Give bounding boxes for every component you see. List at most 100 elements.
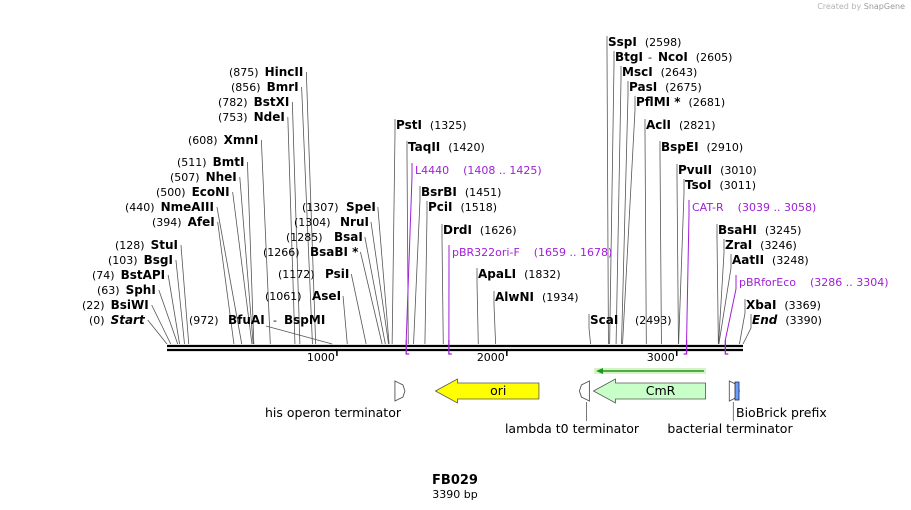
- site-name: AatII: [732, 253, 764, 267]
- site-position: (2675): [665, 81, 702, 94]
- site-pvuii[interactable]: PvuII(3010): [678, 163, 757, 177]
- primer-binding-mark: [683, 340, 688, 355]
- site-position: (608): [188, 134, 218, 147]
- feature-shape: [734, 381, 740, 401]
- site-spei[interactable]: (1307)SpeI: [302, 200, 376, 214]
- primer-binding-mark: [448, 340, 452, 355]
- site-name: ApaLI: [478, 267, 516, 281]
- site-name-2: NcoI: [658, 50, 688, 64]
- leader-line: [301, 86, 313, 345]
- site-position: (1832): [524, 268, 561, 281]
- primer-pbr322ori-f[interactable]: pBR322ori-F(1659 .. 1678): [448, 245, 612, 355]
- site-acli[interactable]: AclI(2821): [646, 118, 716, 132]
- site-pcii[interactable]: PciI(1518): [428, 200, 497, 214]
- site-nhei[interactable]: (507)NheI: [170, 170, 237, 184]
- leader-line: [739, 299, 746, 345]
- leader-line: [239, 176, 254, 345]
- site-name: NmeAIII: [161, 200, 214, 214]
- site-asei[interactable]: (1061)AseI: [265, 289, 341, 303]
- site-position: (63): [97, 284, 120, 297]
- site-position: (2643): [661, 66, 698, 79]
- primer-cat-r[interactable]: CAT-R(3039 .. 3058): [683, 200, 817, 355]
- terminator-icon: [578, 380, 590, 402]
- site-zrai[interactable]: ZraI(3246): [725, 238, 797, 252]
- site-name: AlwNI: [495, 290, 534, 304]
- site-xbai[interactable]: XbaI(3369): [746, 298, 821, 312]
- site-alwni[interactable]: AlwNI(1934): [495, 290, 579, 304]
- site-tsoi[interactable]: TsoI(3011): [685, 178, 756, 192]
- feature-cmr[interactable]: CmR: [592, 378, 707, 404]
- site-position: (128): [115, 239, 145, 252]
- site-sspi[interactable]: SspI(2598): [608, 35, 681, 49]
- site-pasi[interactable]: PasI(2675): [629, 80, 702, 94]
- site-position: (2910): [707, 141, 744, 154]
- site-aatii[interactable]: AatII(3248): [732, 253, 809, 267]
- site-afei[interactable]: (394)AfeI: [152, 215, 215, 229]
- leader-line: [718, 254, 732, 345]
- site-name: SpeI: [346, 200, 376, 214]
- site-drdi[interactable]: DrdI(1626): [443, 223, 517, 237]
- primer-pbrforeco[interactable]: pBRforEco(3286 .. 3304): [724, 275, 889, 355]
- site-name: AclI: [646, 118, 671, 132]
- site-position: (1518): [460, 201, 497, 214]
- site-bmti[interactable]: (511)BmtI: [177, 155, 244, 169]
- site-bstapi[interactable]: (74)BstAPI: [92, 268, 165, 282]
- leader-line: [147, 319, 168, 345]
- site-position: (1626): [480, 224, 517, 237]
- primer-name: pBR322ori-F: [452, 246, 520, 259]
- site-position: (972): [189, 314, 219, 327]
- site-psii[interactable]: (1172)PsiI: [278, 267, 349, 281]
- feature-label: his operon terminator: [265, 405, 402, 420]
- site-ndei[interactable]: (753)NdeI: [218, 110, 285, 124]
- site-position: (875): [229, 66, 259, 79]
- snapgene-watermark: Created by SnapGene: [817, 2, 905, 11]
- leader-line: [287, 116, 296, 345]
- site-btgi[interactable]: BtgI-NcoI(2605): [615, 50, 732, 64]
- site-name: BmrI: [267, 80, 299, 94]
- leader-line: [247, 161, 255, 345]
- site-start[interactable]: (0)Start: [89, 313, 146, 327]
- site-bsiwi[interactable]: (22)BsiWI: [82, 298, 149, 312]
- site-sphi[interactable]: (63)SphI: [97, 283, 156, 297]
- site-bsgi[interactable]: (103)BsgI: [108, 253, 173, 267]
- primer-range: (3286 .. 3304): [810, 276, 889, 289]
- feature-ori[interactable]: ori: [434, 378, 540, 404]
- site-bfuai[interactable]: (972)BfuAI-BspMI: [189, 313, 325, 327]
- site-bmri[interactable]: (856)BmrI: [231, 80, 299, 94]
- site-position: (1451): [465, 186, 502, 199]
- site-nmeaiii[interactable]: (440)NmeAIII: [125, 200, 214, 214]
- leader-line: [678, 179, 685, 345]
- site-apali[interactable]: ApaLI (1832): [478, 267, 561, 281]
- feature-lambda-t0-terminator[interactable]: lambda t0 terminator: [505, 380, 640, 436]
- site-nrui[interactable]: (1304)NruI: [294, 215, 369, 229]
- site-stui[interactable]: (128)StuI: [115, 238, 178, 252]
- site-hincii[interactable]: (875)HincII: [229, 65, 303, 79]
- site-bsahi[interactable]: BsaHI(3245): [718, 223, 801, 237]
- site-bsrbi[interactable]: BsrBI(1451): [421, 185, 501, 199]
- primer-binding-mark: [724, 340, 729, 355]
- site-name: SspI: [608, 35, 637, 49]
- site-bsabi[interactable]: (1266)BsaBI *: [263, 245, 359, 259]
- site-xmni[interactable]: (608) XmnI: [188, 133, 258, 147]
- site-msci[interactable]: MscI(2643): [622, 65, 697, 79]
- site-bstxi[interactable]: (782)BstXI: [218, 95, 289, 109]
- primer-l4440[interactable]: L4440(1408 .. 1425): [405, 163, 542, 355]
- site-scai[interactable]: ScaI(2493): [590, 313, 672, 327]
- leader-line: [615, 66, 622, 345]
- site-taqii[interactable]: TaqII(1420): [408, 140, 485, 154]
- site-econi[interactable]: (500)EcoNI: [156, 185, 230, 199]
- leader-line: [493, 291, 497, 345]
- feature-biobrick-prefix[interactable]: BioBrick prefix: [734, 381, 827, 420]
- site-name-2: BspMI: [284, 313, 325, 327]
- site-pflmi[interactable]: PflMI *(2681): [636, 95, 725, 109]
- site-name: XmnI: [224, 133, 259, 147]
- primer-leader: [686, 213, 690, 341]
- site-end[interactable]: End(3390): [752, 313, 822, 327]
- site-bspei[interactable]: BspEI(2910): [661, 140, 743, 154]
- leader-line: [424, 201, 428, 345]
- site-position: (103): [108, 254, 138, 267]
- site-bsai[interactable]: (1285)BsaI: [286, 230, 363, 244]
- site-psti[interactable]: PstI(1325): [396, 118, 467, 132]
- feature-label: lambda t0 terminator: [505, 421, 640, 436]
- feature-his-operon-terminator[interactable]: his operon terminator: [265, 380, 406, 420]
